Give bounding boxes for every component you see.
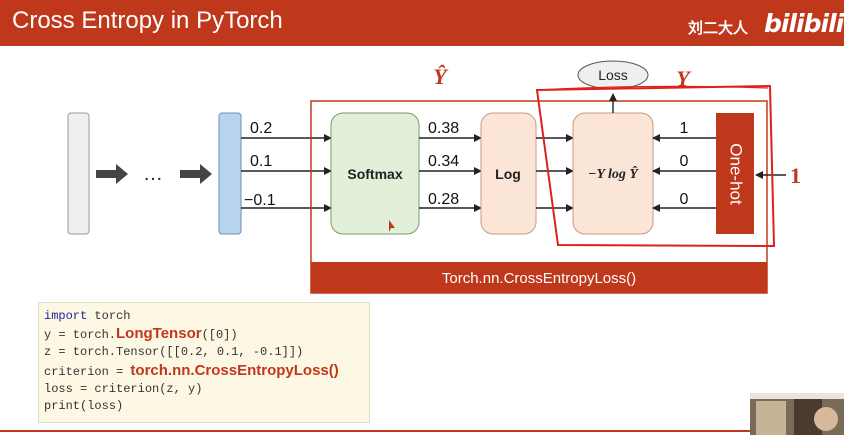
one-hot-value-1: 1 bbox=[680, 120, 689, 137]
y-hat-label: Ŷ bbox=[433, 64, 449, 89]
code-line-1: import torch bbox=[44, 309, 131, 323]
softmax-output-1: 0.38 bbox=[428, 120, 459, 137]
softmax-output-2: 0.34 bbox=[428, 153, 459, 170]
cursor-icon bbox=[389, 220, 395, 232]
code-line-2: y = torch.LongTensor([0]) bbox=[44, 325, 238, 342]
layer-output-1: 0.2 bbox=[250, 120, 272, 137]
webcam-overlay bbox=[750, 393, 844, 435]
flow-arrow-icon bbox=[96, 164, 128, 184]
module-label: Torch.nn.CrossEntropyLoss() bbox=[442, 270, 636, 287]
loss-label: Loss bbox=[598, 67, 628, 83]
keyword: import bbox=[44, 309, 88, 323]
input-box bbox=[67, 112, 90, 235]
code-line-3: z = torch.Tensor([[0.2, 0.1, -0.1]]) bbox=[44, 345, 304, 359]
one-hot-label: One-hot bbox=[727, 143, 746, 205]
target-label: 1 bbox=[790, 163, 801, 188]
bilibili-logo: bilibili bbox=[764, 9, 844, 38]
nll-formula: −Y log Ŷ bbox=[588, 165, 639, 182]
annotation-outline bbox=[535, 84, 776, 248]
bottom-rule bbox=[0, 430, 844, 432]
flow-arrow-icon bbox=[180, 164, 212, 184]
code-highlight: LongTensor bbox=[116, 325, 202, 342]
layer-output-3: −0.1 bbox=[244, 192, 276, 209]
code-line-4: criterion = torch.nn.CrossEntropyLoss() bbox=[44, 362, 339, 379]
layer-output-2: 0.1 bbox=[250, 153, 272, 170]
code-line-5: loss = criterion(z, y) bbox=[44, 382, 203, 396]
module-label-bar bbox=[311, 262, 767, 293]
one-hot-value-3: 0 bbox=[680, 191, 689, 208]
log-label: Log bbox=[495, 166, 521, 182]
watermark-author: 刘二大人 bbox=[688, 19, 749, 37]
linear-layer-box bbox=[218, 112, 242, 235]
code-block: import torch y = torch.LongTensor([0]) z… bbox=[38, 302, 370, 423]
log-box bbox=[480, 112, 537, 235]
softmax-label: Softmax bbox=[347, 166, 402, 182]
slide-title: Cross Entropy in PyTorch bbox=[12, 7, 283, 34]
title-bar: Cross Entropy in PyTorch 刘二大人 bilibili bbox=[0, 0, 844, 46]
code-highlight: torch.nn.CrossEntropyLoss() bbox=[130, 362, 339, 379]
y-label: Y bbox=[676, 66, 692, 91]
annotation-stroke bbox=[538, 85, 769, 91]
one-hot-box bbox=[716, 113, 754, 234]
softmax-output-3: 0.28 bbox=[428, 191, 459, 208]
code-line-6: print(loss) bbox=[44, 399, 124, 413]
cross-entropy-diagram: … 0.2 0.1 −0.1 Torch.nn.CrossEntropyLoss… bbox=[67, 60, 801, 294]
ellipsis: … bbox=[143, 163, 163, 185]
softmax-box bbox=[330, 112, 420, 235]
one-hot-value-2: 0 bbox=[680, 153, 689, 170]
